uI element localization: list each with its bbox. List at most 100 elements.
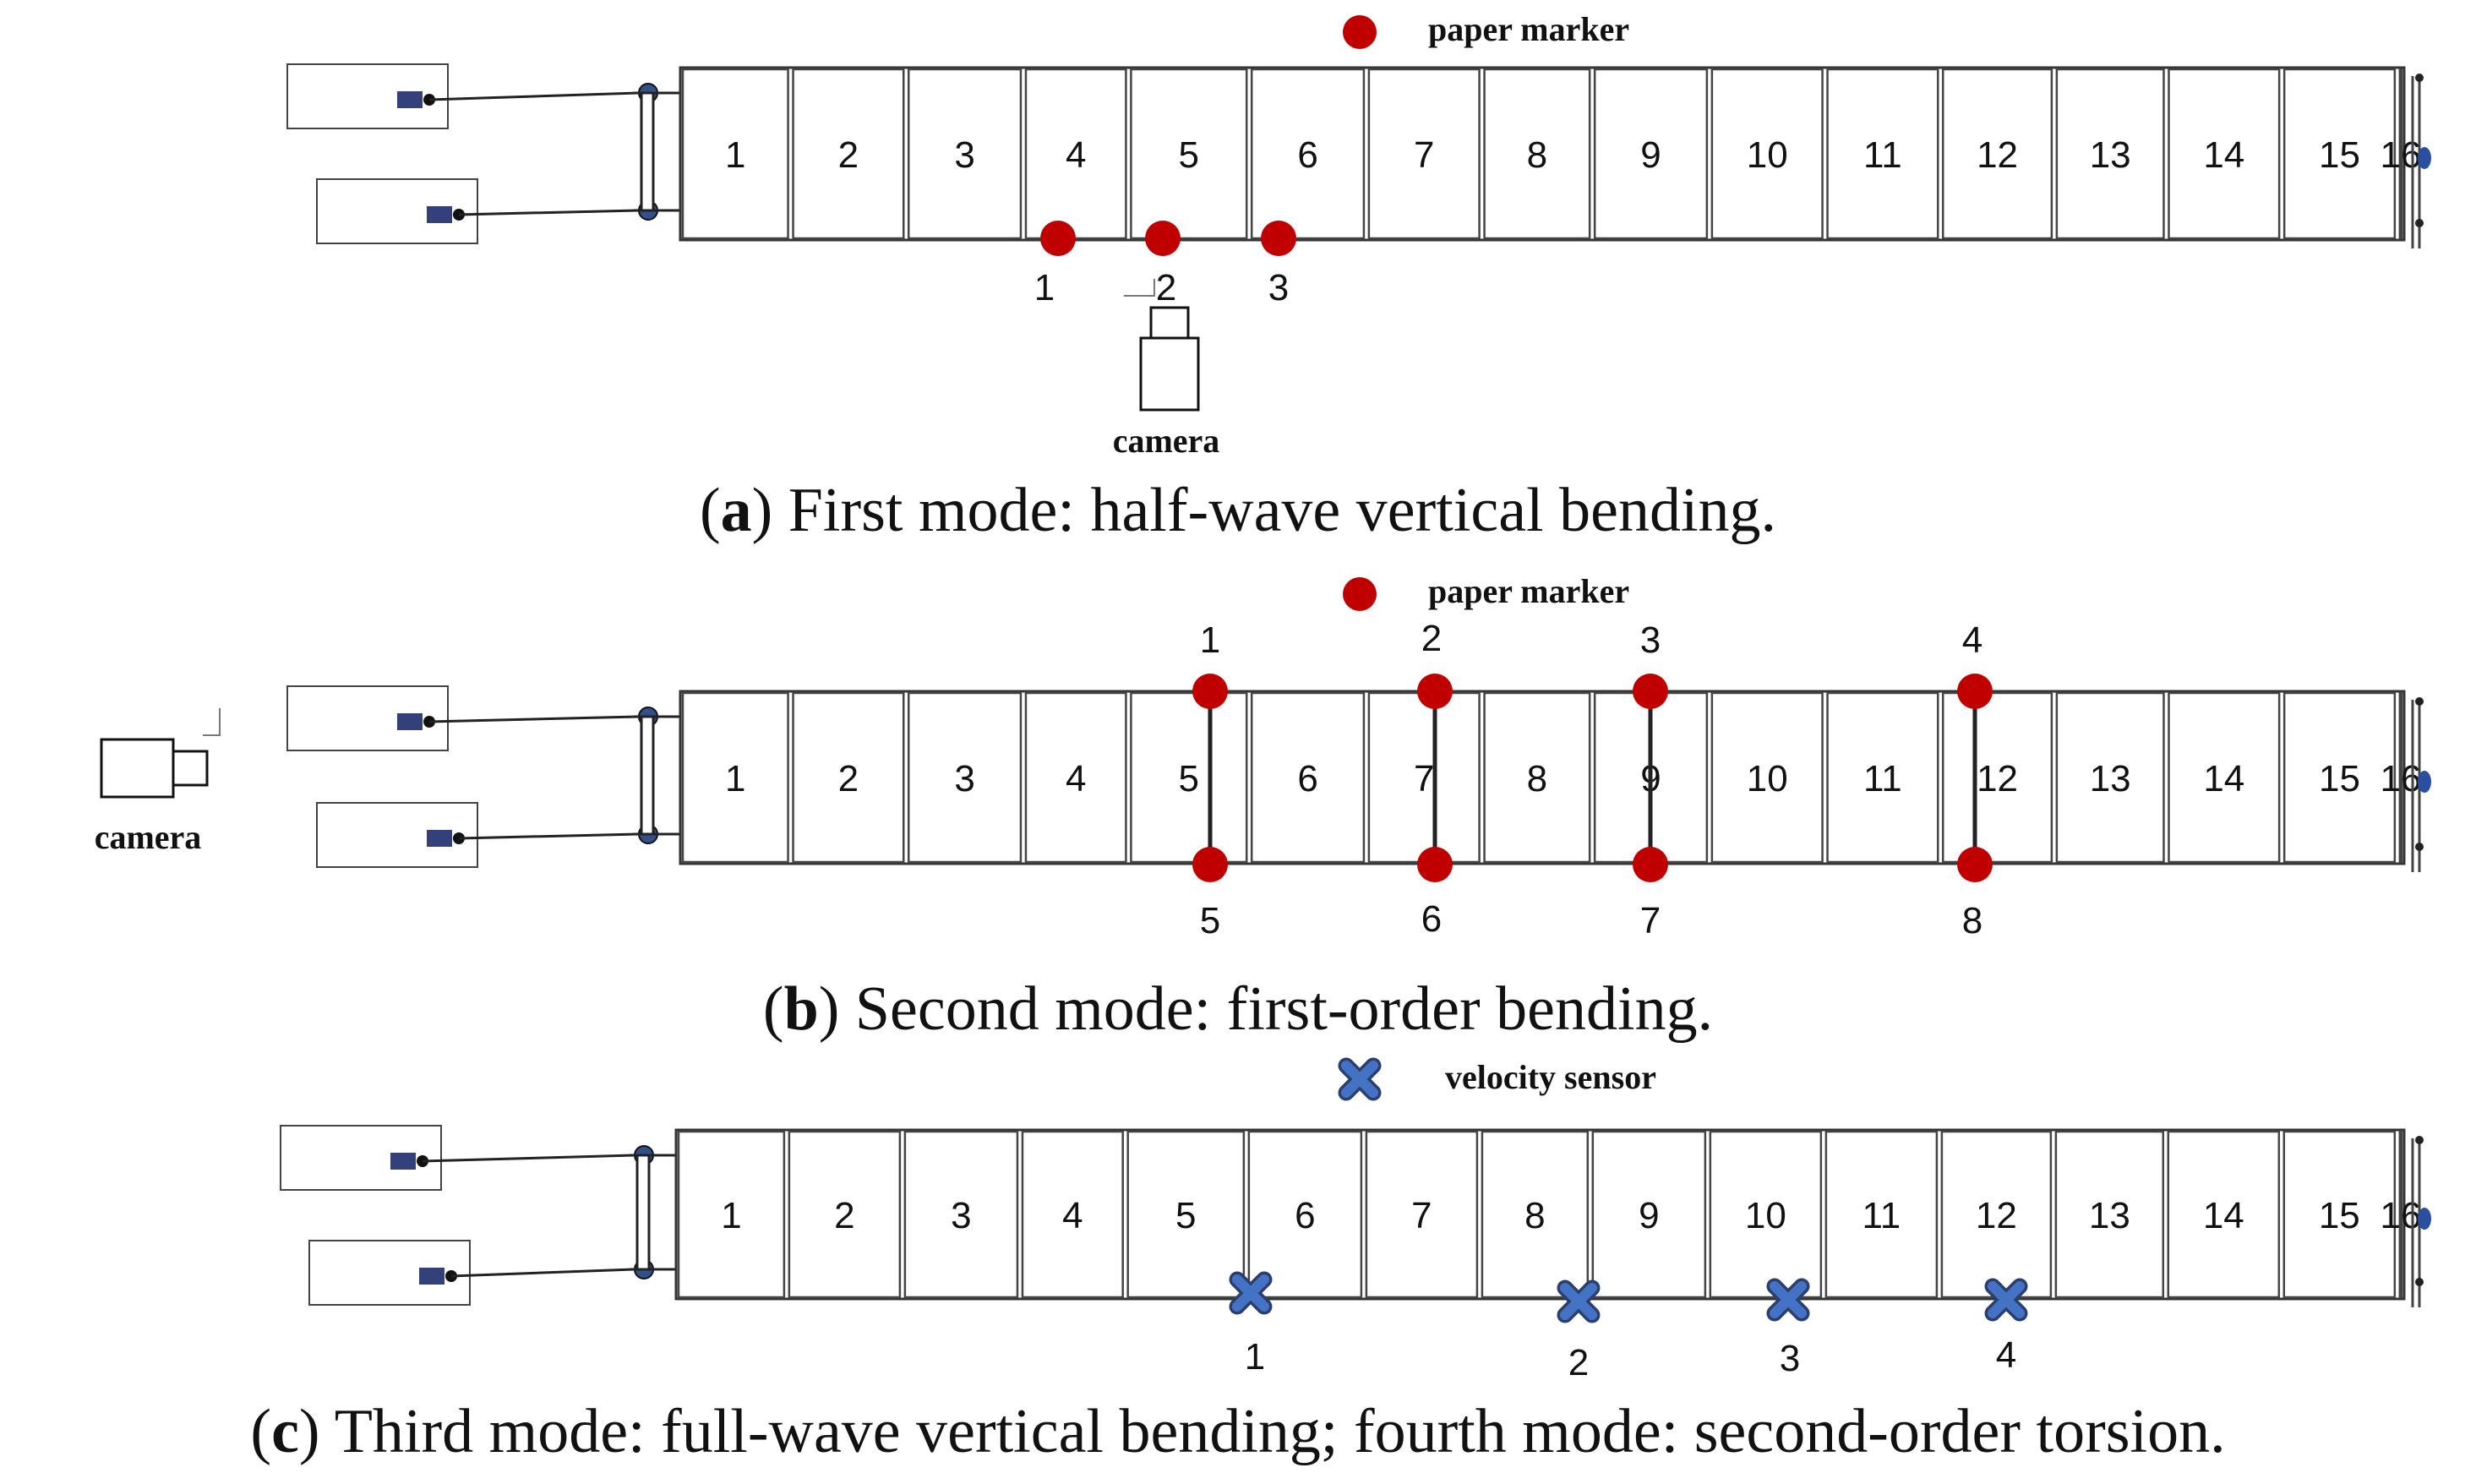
point-label: 2: [1568, 1342, 1589, 1383]
red-dot-icon: [1040, 221, 1076, 256]
support-device-icon: [316, 178, 680, 244]
segment: 13: [2055, 691, 2165, 864]
legend: paper marker: [1343, 572, 1629, 611]
red-dot-icon: [1633, 847, 1668, 882]
point-label: 2: [1156, 267, 1176, 308]
measurement-point: 3: [1633, 619, 1668, 709]
caption-text: ) Second mode: first-order bending.: [819, 974, 1713, 1044]
segment: 7: [1367, 68, 1481, 240]
segment-label: 9: [1640, 134, 1661, 176]
caption-open: (: [250, 1397, 271, 1466]
segment-label: 8: [1527, 758, 1547, 799]
segment-label: 4: [1066, 758, 1086, 799]
segment-label: 12: [1977, 134, 2018, 176]
caption-letter: a: [721, 476, 752, 545]
caption-open: (: [700, 476, 721, 545]
segment-label: 5: [1179, 758, 1199, 799]
point-label: 4: [1962, 619, 1982, 661]
x-mark-icon: [1229, 1271, 1273, 1315]
camera-label: camera: [1113, 422, 1220, 460]
caption-text: ) Third mode: full-wave vertical bending…: [299, 1397, 2226, 1466]
support-device-icon: [280, 1125, 676, 1191]
point-label: 3: [1268, 267, 1289, 308]
camera-icon: camera: [95, 708, 221, 856]
segment: 16: [2380, 68, 2421, 240]
support-device-icon: [286, 63, 680, 129]
segment-label: 7: [1414, 758, 1434, 799]
measurement-point: 2: [1145, 221, 1181, 308]
red-dot-icon: [1261, 221, 1296, 256]
segment: 11: [1826, 691, 1939, 864]
panel-caption: (b) Second mode: first-order bending.: [763, 974, 1713, 1044]
panel-caption: (a) First mode: half-wave vertical bendi…: [700, 476, 1776, 545]
segment-label: 11: [1862, 1195, 1901, 1236]
point-label: 2: [1421, 618, 1442, 659]
segment-label: 6: [1297, 758, 1317, 799]
red-dot-icon: [1145, 221, 1181, 256]
segment: 12: [1940, 1130, 2053, 1299]
segment-label: 1: [725, 134, 745, 176]
legend-label: paper marker: [1428, 10, 1629, 48]
segment-label: 7: [1414, 134, 1434, 176]
measurement-point: 5: [1192, 847, 1228, 941]
segment-label: 15: [2319, 758, 2360, 799]
segment: 5: [1130, 691, 1248, 864]
segment: 10: [1709, 1130, 1823, 1299]
right-support-icon: [2411, 697, 2431, 872]
right-support-icon: [2411, 1136, 2431, 1307]
x-mark-icon: [1766, 1278, 1810, 1322]
segment: 4: [1021, 1130, 1124, 1299]
segment-label: 16: [2380, 134, 2421, 176]
red-dot-icon: [1957, 674, 1993, 709]
segment-label: 14: [2203, 758, 2244, 799]
segment-label: 13: [2089, 1195, 2130, 1236]
measurement-point: 6: [1417, 847, 1453, 940]
support-device-icon: [286, 685, 680, 751]
point-label: 4: [1996, 1334, 2016, 1376]
measurement-point: 3: [1766, 1278, 1810, 1379]
point-label: 1: [1245, 1336, 1265, 1378]
segment: 8: [1483, 68, 1591, 240]
measurement-point: 1: [1192, 619, 1228, 709]
measurement-point: 3: [1261, 221, 1296, 308]
segment: 15: [2282, 68, 2397, 240]
segment: 10: [1710, 691, 1824, 864]
segment-label: 2: [838, 758, 859, 799]
segment: 12: [1941, 68, 2053, 240]
segment-label: 2: [834, 1195, 854, 1236]
point-label: 7: [1640, 900, 1661, 941]
point-label: 5: [1200, 900, 1220, 941]
point-label: 8: [1962, 900, 1982, 941]
segment-label: 10: [1745, 1195, 1786, 1236]
segment: 9: [1591, 1130, 1707, 1299]
segment-label: 11: [1863, 758, 1902, 799]
legend: velocity sensor: [1338, 1057, 1656, 1101]
segment-label: 15: [2319, 134, 2360, 176]
segment-label: 4: [1066, 134, 1086, 176]
segment: 5: [1130, 68, 1248, 240]
segment-label: 6: [1295, 1195, 1315, 1236]
segment: 7: [1367, 691, 1481, 864]
segment-label: 10: [1747, 134, 1788, 176]
segment: 8: [1483, 691, 1591, 864]
segment-label: 1: [721, 1195, 741, 1236]
segment: 15: [2282, 1130, 2397, 1299]
segment: 11: [1824, 1130, 1939, 1299]
red-dot-icon: [1192, 674, 1228, 709]
segment-label: 4: [1062, 1195, 1083, 1236]
segment-label: 6: [1297, 134, 1317, 176]
segment: 1: [681, 691, 789, 864]
measurement-point: 4: [1957, 619, 1993, 709]
segment: 2: [788, 1130, 902, 1299]
segment: 14: [2167, 1130, 2281, 1299]
segment-label: 13: [2090, 134, 2131, 176]
segment: 1: [677, 1130, 786, 1299]
right-support-icon: [2411, 74, 2431, 248]
segment-label: 5: [1179, 134, 1199, 176]
segment-label: 11: [1863, 134, 1902, 176]
segment: 6: [1250, 68, 1366, 240]
segment-label: 1: [725, 758, 745, 799]
point-label: 6: [1421, 898, 1442, 940]
measurement-point: 8: [1957, 847, 1993, 941]
